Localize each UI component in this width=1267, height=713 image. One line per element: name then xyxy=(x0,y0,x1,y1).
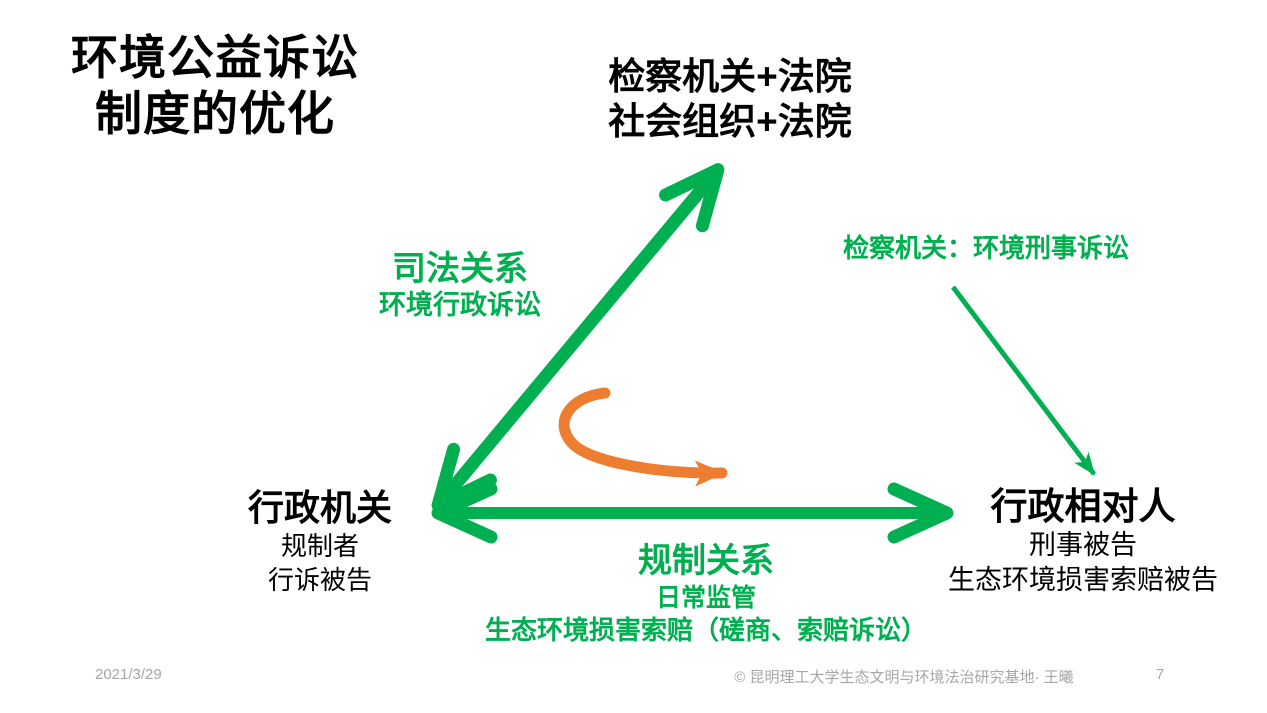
feedback-curve-arrow xyxy=(558,387,728,487)
node-admin-role1: 规制者 xyxy=(280,531,359,561)
node-admin-role2: 行诉被告 xyxy=(267,565,372,595)
node-admin-name: 行政机关 xyxy=(247,487,392,528)
judicial-relation-title: 司法关系 xyxy=(392,250,528,288)
judicial-relation-label: 司法关系 环境行政诉讼 xyxy=(335,250,585,321)
footer-page-number: 7 xyxy=(1155,666,1165,683)
regulatory-relation-title: 规制关系 xyxy=(638,542,774,580)
node-counterpart-role1: 刑事被告 xyxy=(1029,530,1137,560)
node-admin-agency: 行政机关 规制者 行诉被告 xyxy=(222,487,418,597)
node-counterpart-name: 行政相对人 xyxy=(990,486,1176,527)
regulatory-relation-sub2: 生态环境损害索赔（磋商、索赔诉讼） xyxy=(484,615,927,645)
node-counterpart: 行政相对人 刑事被告 生态环境损害索赔被告 xyxy=(933,485,1233,598)
slide-title: 环境公益诉讼 制度的优化 xyxy=(30,30,400,142)
judicial-relation-arrow xyxy=(431,163,725,512)
node-court-line2: 社会组织+法院 xyxy=(608,101,852,142)
slide-title-line1: 环境公益诉讼 xyxy=(71,31,359,84)
footer-date: 2021/3/29 xyxy=(95,666,162,683)
node-counterpart-role2: 生态环境损害索赔被告 xyxy=(948,565,1218,595)
node-court-line1: 检察机关+法院 xyxy=(608,56,852,97)
judicial-relation-subtitle: 环境行政诉讼 xyxy=(379,290,541,320)
regulatory-relation-label: 规制关系 日常监管 生态环境损害索赔（磋商、索赔诉讼） xyxy=(481,542,931,646)
node-court: 检察机关+法院 社会组织+法院 xyxy=(565,54,895,144)
criminal-litigation-label: 检察机关：环境刑事诉讼 xyxy=(843,233,1130,263)
footer-credit: © 昆明理工大学生态文明与环境法治研究基地· 王曦 xyxy=(734,669,1074,686)
slide-title-line2: 制度的优化 xyxy=(95,87,335,140)
criminal-litigation-arrow xyxy=(951,285,1096,476)
regulatory-relation-sub1: 日常监管 xyxy=(655,584,756,612)
